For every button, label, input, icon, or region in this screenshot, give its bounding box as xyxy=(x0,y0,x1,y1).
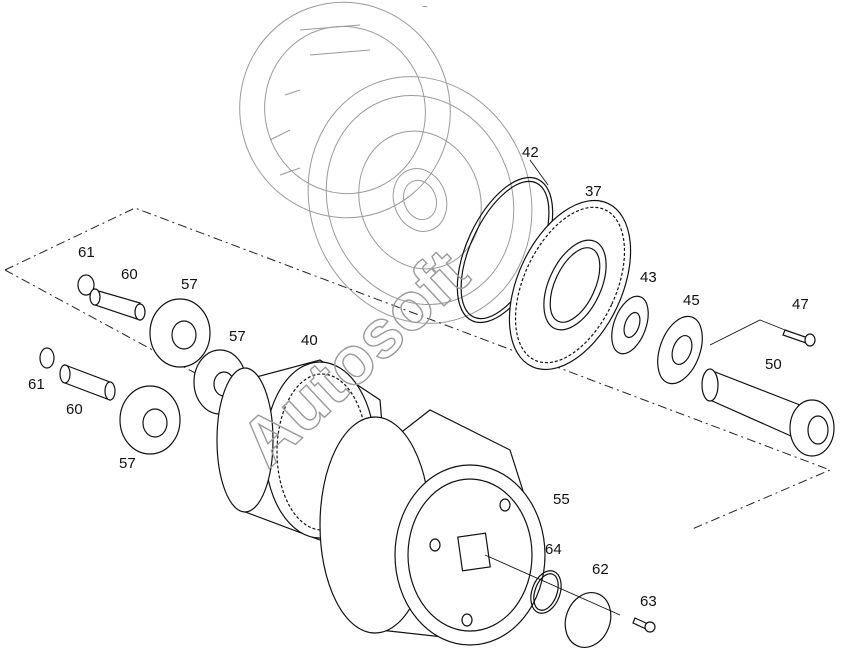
bolt-part xyxy=(709,319,816,347)
callout-40: 40 xyxy=(301,332,318,349)
callout-43: 43 xyxy=(640,269,657,286)
callout-61-lower: 61 xyxy=(28,376,45,393)
planet-gear-lower xyxy=(119,385,181,455)
planet-housing-part xyxy=(319,409,546,646)
callout-61-upper: 61 xyxy=(78,244,95,261)
flange-part xyxy=(657,315,703,385)
callout-63: 63 xyxy=(640,593,657,610)
callout-47: 47 xyxy=(792,296,809,313)
callout-62: 62 xyxy=(592,561,609,578)
ring-gear-part xyxy=(508,199,632,371)
o-ring-part xyxy=(530,570,562,614)
screw-part xyxy=(632,617,656,633)
pin-upper-part xyxy=(77,274,146,321)
planet-gear-upper xyxy=(149,298,211,368)
callout-57-upper: 57 xyxy=(181,276,198,293)
callout-57-middle: 57 xyxy=(229,328,246,345)
callout-55: 55 xyxy=(553,491,570,508)
top-mark: ~ xyxy=(422,2,428,13)
callout-50: 50 xyxy=(765,356,782,373)
carrier-outline xyxy=(4,207,832,531)
thrust-washer-part xyxy=(611,295,649,355)
housing-leader-line xyxy=(484,554,621,616)
pin-lower-part xyxy=(39,347,116,401)
callout-60-upper: 60 xyxy=(121,266,138,283)
callout-45: 45 xyxy=(683,292,700,309)
cover-plate-part xyxy=(564,592,612,648)
callout-37: 37 xyxy=(585,183,602,200)
callout-60-lower: 60 xyxy=(66,401,83,418)
shaft-part xyxy=(701,368,835,457)
carrier-outline-left xyxy=(4,269,246,401)
callout-64: 64 xyxy=(545,541,562,558)
callout-42: 42 xyxy=(522,144,539,161)
callout-57-lower: 57 xyxy=(119,455,136,472)
background-wheel-hub xyxy=(239,1,533,324)
